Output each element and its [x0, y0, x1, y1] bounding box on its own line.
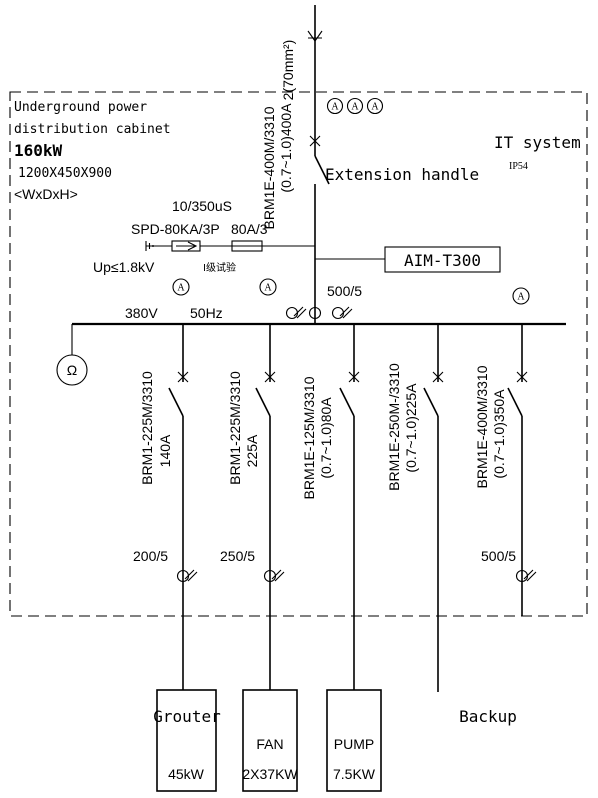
spd-model: SPD-80KA/3P [131, 221, 220, 237]
aim-t300-device-box [384, 246, 501, 273]
ohmmeter-icon [56, 354, 88, 386]
cabinet-dimension-format: <WxDxH> [14, 186, 78, 202]
feeder-2 [242, 324, 298, 792]
main-current-transformers [285, 306, 353, 320]
feeder-4 [423, 324, 444, 692]
spd-fuse-rating: 80A/3 [231, 221, 268, 237]
extension-handle-label: Extension handle [325, 165, 479, 184]
feeder-ct-ratio: 200/5 [133, 548, 168, 564]
ct-icon [308, 306, 322, 320]
feeder-breaker-setting: 140A [157, 434, 173, 467]
ammeter-symbol: A [351, 102, 359, 113]
load-power: 45kW [168, 766, 205, 782]
feeder-ct-ratio: 500/5 [481, 548, 516, 564]
feeder-breaker-model: BRM1-225M/3310 [139, 371, 155, 485]
feeder-1 [156, 324, 217, 792]
feeder-breaker-model: BRM1E-400M/3310 [474, 365, 490, 488]
ct-icon [285, 306, 299, 320]
insulation-monitor-branch [315, 246, 501, 273]
feeder-breaker-setting: (0.7~1.0)225A [403, 383, 419, 473]
load-box [156, 689, 217, 792]
protection-rating: IP54 [509, 161, 528, 172]
ammeter-symbol: A [264, 283, 272, 294]
feeder-breaker-setting: (0.7~1.0)80A [318, 397, 334, 479]
cabinet-boundary [9, 91, 588, 617]
incoming-breaker-setting: (0.7~1.0)400A [278, 103, 294, 193]
incoming-cable-size: 2(70mm²) [280, 40, 296, 101]
load-name: PUMP [334, 736, 374, 752]
feeder-breaker-setting: 225A [244, 434, 260, 467]
insulation-monitor-label: AIM-T300 [404, 251, 481, 270]
ammeter-icon [172, 278, 190, 296]
cabinet-dimensions: 1200X450X900 [18, 166, 112, 181]
feeder-breaker-model: BRM1-225M/3310 [227, 371, 243, 485]
cabinet-title-line2: distribution cabinet [14, 122, 171, 137]
ct-icon [331, 306, 345, 320]
ammeter-symbol: A [371, 102, 379, 113]
ammeter-symbol: A [331, 102, 339, 113]
feeder-5 [507, 324, 537, 616]
ohmmeter-symbol: Ω [67, 362, 77, 378]
spd-test-class: I级试验 [203, 261, 236, 274]
main-ct-ratio: 500/5 [327, 283, 362, 299]
ammeter-icon [259, 278, 277, 296]
ammeter-symbol: A [177, 283, 185, 294]
feeder-breaker-model: BRM1E-250M-/3310 [386, 363, 402, 491]
incoming-ammeters: A A A [326, 97, 384, 115]
cable-entry-arrow-icon [307, 30, 323, 42]
spd-impulse-rating: 10/350uS [172, 198, 232, 214]
ammeter-icon [366, 97, 384, 115]
bus-frequency: 50Hz [190, 305, 223, 321]
system-type: IT system [494, 133, 581, 152]
feeder-ct-ratio: 250/5 [220, 548, 255, 564]
spd-voltage-protection: Up≤1.8kV [93, 259, 155, 275]
feeder-3 [326, 324, 382, 792]
feeder-breaker-setting: (0.7~1.0)350A [491, 389, 507, 479]
bus-voltage: 380V [125, 305, 158, 321]
load-name: Grouter [153, 707, 221, 726]
incoming-breaker-symbol [309, 135, 330, 324]
load-power: 2X37KW [242, 766, 298, 782]
ammeter-icon [326, 97, 344, 115]
load-box [326, 689, 382, 792]
ammeter-symbol: A [517, 292, 525, 303]
load-box [242, 689, 298, 792]
load-name: FAN [256, 736, 283, 752]
ammeter-icon [512, 287, 530, 305]
spd-branch [145, 240, 315, 252]
feeder-breaker-model: BRM1E-125M/3310 [301, 376, 317, 499]
cabinet-power: 160kW [14, 141, 63, 160]
ammeter-icon [346, 97, 364, 115]
incoming-breaker-model: BRM1E-400M/3310 [261, 106, 277, 229]
load-name: Backup [459, 707, 517, 726]
cabinet-title-line1: Underground power [14, 100, 147, 115]
load-power: 7.5KW [333, 766, 376, 782]
